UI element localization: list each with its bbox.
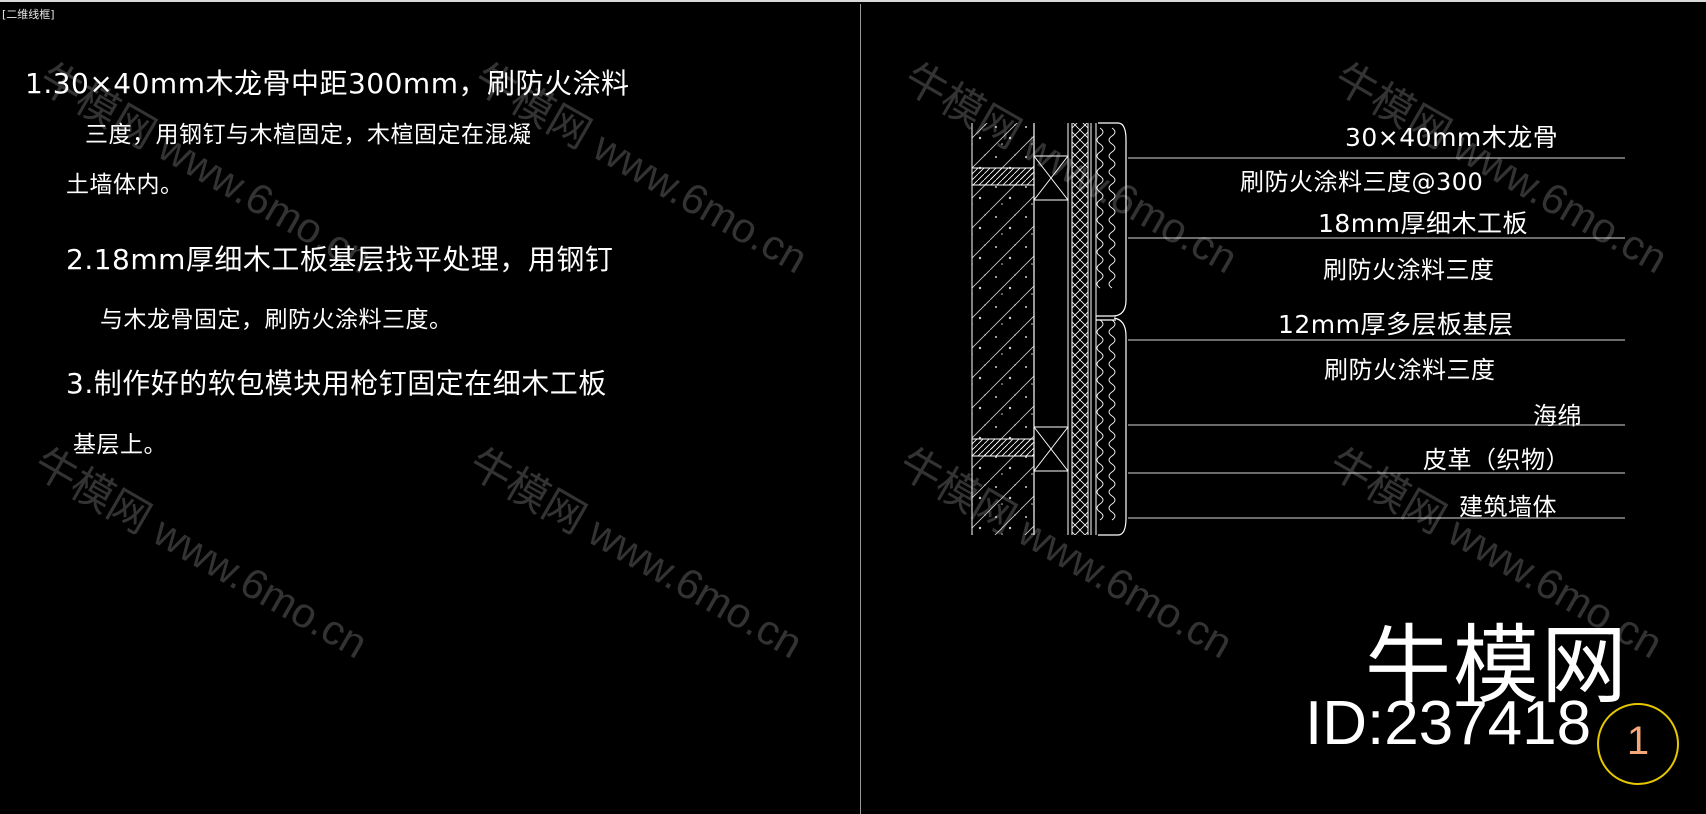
viewport-divider[interactable] xyxy=(860,4,861,814)
callout-multilayer-board: 12mm厚多层板基层 xyxy=(1278,310,1514,339)
note-2-line-2: 与木龙骨固定，刷防火涂料三度。 xyxy=(100,307,453,333)
window-top-border xyxy=(0,0,1706,4)
callout-sponge: 海绵 xyxy=(1533,402,1582,430)
callout-building-wall: 建筑墙体 xyxy=(1459,493,1557,521)
callout-fireproof-2: 刷防火涂料三度 xyxy=(1323,256,1495,284)
brand-name: 牛模网 xyxy=(1365,616,1629,716)
blockboard-layer xyxy=(1072,123,1089,535)
callout-fireproof-spacing: 刷防火涂料三度@300 xyxy=(1240,168,1484,196)
callout-timber-batten: 30×40mm木龙骨 xyxy=(1345,123,1559,152)
timber-batten-bottom xyxy=(1033,426,1069,472)
detail-number: 1 xyxy=(1626,719,1650,763)
callout-blockboard: 18mm厚细木工板 xyxy=(1318,209,1529,238)
note-2-line-1: 2.18mm厚细木工板基层找平处理，用钢钉 xyxy=(66,243,614,276)
building-wall xyxy=(971,123,1035,535)
detail-number-bubble: 1 xyxy=(1597,703,1679,785)
note-1-line-3: 土墙体内。 xyxy=(66,172,184,198)
note-3-line-2: 基层上。 xyxy=(73,432,167,458)
callout-leather: 皮革（织物） xyxy=(1423,446,1570,474)
viewport-label[interactable]: [二维线框] xyxy=(2,8,55,21)
multilayer-board xyxy=(1090,123,1097,535)
brand-id: ID:237418 xyxy=(1305,689,1592,758)
sponge-layer xyxy=(1096,127,1116,521)
wood-plug-bottom xyxy=(971,438,1035,457)
timber-batten-top xyxy=(1033,155,1069,201)
callout-fireproof-3: 刷防火涂料三度 xyxy=(1324,356,1496,384)
leather-face xyxy=(1096,122,1127,536)
note-1-line-1: 1.30×40mm木龙骨中距300mm，刷防火涂料 xyxy=(25,67,630,100)
note-1-line-2: 三度，用钢钉与木楦固定，木楦固定在混凝 xyxy=(85,122,532,148)
note-3-line-1: 3.制作好的软包模块用枪钉固定在细木工板 xyxy=(66,367,607,400)
wood-plug-top xyxy=(971,167,1035,186)
